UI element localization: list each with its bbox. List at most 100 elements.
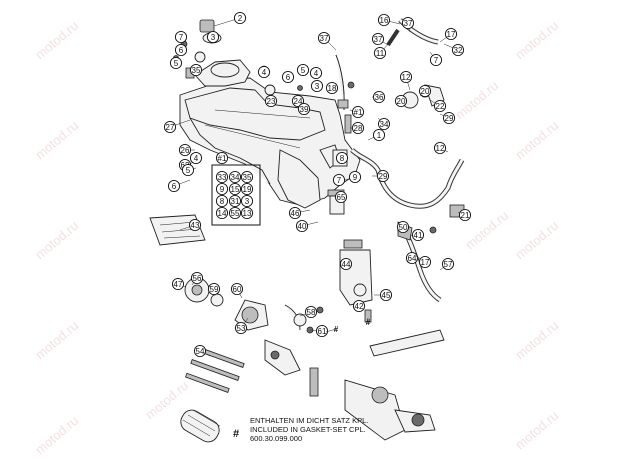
- callout: 12: [399, 70, 413, 91]
- callout-label: 6: [286, 73, 291, 82]
- callout-bubble: [379, 288, 393, 302]
- callout-bubble: [233, 11, 247, 25]
- callout: 16: [377, 13, 401, 27]
- callout-label: 3: [245, 197, 250, 206]
- callout: 60: [230, 282, 244, 299]
- watermark-text: motod.ru: [32, 118, 81, 162]
- callout-label: 35: [243, 173, 252, 182]
- callout-label: 45: [382, 291, 391, 300]
- callout-label: 18: [328, 84, 337, 93]
- callout-label: 33: [218, 173, 227, 182]
- callout-label: 65: [337, 193, 346, 202]
- callout-label: 34: [231, 173, 240, 182]
- callout-bubble: [228, 170, 242, 184]
- callout-bubble: [169, 56, 183, 70]
- callout-bubble: [215, 206, 229, 220]
- watermark-layer: motod.ru motod.ru motod.ru motod.ru motod.ru…: [32, 18, 561, 457]
- callout-bubble: [339, 257, 353, 271]
- callout: 5: [169, 56, 183, 70]
- callout: 1: [367, 128, 386, 142]
- callout: 11: [373, 39, 393, 60]
- callout-label: #: [366, 318, 371, 327]
- callout-bubble: [189, 63, 203, 77]
- callout-bubble: [411, 228, 425, 242]
- callout: 9: [344, 170, 362, 184]
- watermark-text: motod.ru: [512, 408, 561, 452]
- callout-label: 7: [434, 56, 439, 65]
- callout-label: 59: [210, 285, 219, 294]
- watermark-text: motod.ru: [512, 218, 561, 262]
- callout: 41: [409, 228, 425, 242]
- callout-bubble: [348, 170, 362, 184]
- callout: 37: [401, 16, 415, 33]
- callout-bubble: [315, 324, 329, 338]
- callout: 5: [296, 63, 310, 77]
- callout-bubble: [451, 43, 465, 57]
- callout: 13: [240, 206, 254, 220]
- callout-label: 9: [220, 185, 225, 194]
- callout-label: 27: [166, 123, 175, 132]
- callout: 35: [189, 63, 203, 77]
- callout-bubble: [174, 30, 188, 44]
- watermark-text: motod.ru: [32, 413, 81, 457]
- callout-label: 61: [318, 327, 327, 336]
- callout: 32: [443, 43, 465, 57]
- callout-label: 50: [399, 223, 408, 232]
- callout-bubble: [228, 182, 242, 196]
- callout-bubble: [405, 251, 419, 265]
- watermark-text: motod.ru: [32, 318, 81, 362]
- callout: 3: [240, 194, 254, 208]
- callout-label: 28: [354, 124, 363, 133]
- callout-label: 29: [445, 114, 454, 123]
- callout-label: 12: [436, 144, 445, 153]
- callout-bubble: [240, 194, 254, 208]
- callout: 64: [405, 251, 419, 265]
- callout-bubble: [264, 94, 278, 108]
- callout: 2: [213, 11, 247, 27]
- callout: 26: [178, 143, 195, 157]
- callout: 20: [418, 84, 432, 98]
- watermark-text: motod.ru: [512, 18, 561, 62]
- callout: 35: [240, 170, 254, 184]
- callout-label: 7: [337, 176, 342, 185]
- callout-bubble: [396, 220, 410, 234]
- callout: 55: [228, 206, 242, 220]
- callout-label: 7: [179, 33, 184, 42]
- callout-label: 24: [294, 97, 303, 106]
- callout-bubble: [371, 32, 385, 46]
- watermark-text: motod.ru: [32, 18, 81, 62]
- callout: 34: [228, 170, 242, 184]
- callout-bubble: [429, 53, 443, 67]
- callout-bubble: [444, 27, 458, 41]
- callout-bubble: [433, 141, 447, 155]
- callout: 17: [415, 255, 432, 269]
- callout-bubble: [458, 208, 472, 222]
- callout-label: 26: [181, 146, 190, 155]
- callout-bubble: [207, 282, 221, 296]
- callout-label: 21: [461, 211, 470, 220]
- callout-label: 46: [291, 209, 300, 218]
- callout-bubble: [335, 151, 349, 165]
- callout: 37: [371, 32, 389, 46]
- callout: 40: [295, 219, 319, 233]
- callout: 57: [439, 257, 455, 271]
- callout-label: #1: [354, 108, 363, 117]
- callout-label: 60: [233, 285, 242, 294]
- callout-bubble: [215, 170, 229, 184]
- callout: 8: [335, 151, 349, 165]
- callout-label: 4: [194, 154, 199, 163]
- callout-label: 8: [220, 197, 225, 206]
- callout: 46: [288, 206, 311, 220]
- watermark-text: motod.ru: [32, 218, 81, 262]
- callout-label: 4: [314, 69, 319, 78]
- callout-bubble: [296, 63, 310, 77]
- callout: #1: [349, 105, 365, 119]
- callout-bubble: [228, 206, 242, 220]
- callout: 44: [339, 257, 353, 271]
- callout-bubble: [377, 117, 391, 131]
- callout-label: 58: [307, 308, 316, 317]
- callout: 3: [206, 30, 220, 44]
- callout: #: [366, 318, 371, 327]
- callout: 3: [310, 79, 324, 93]
- callout-label: 23: [267, 97, 276, 106]
